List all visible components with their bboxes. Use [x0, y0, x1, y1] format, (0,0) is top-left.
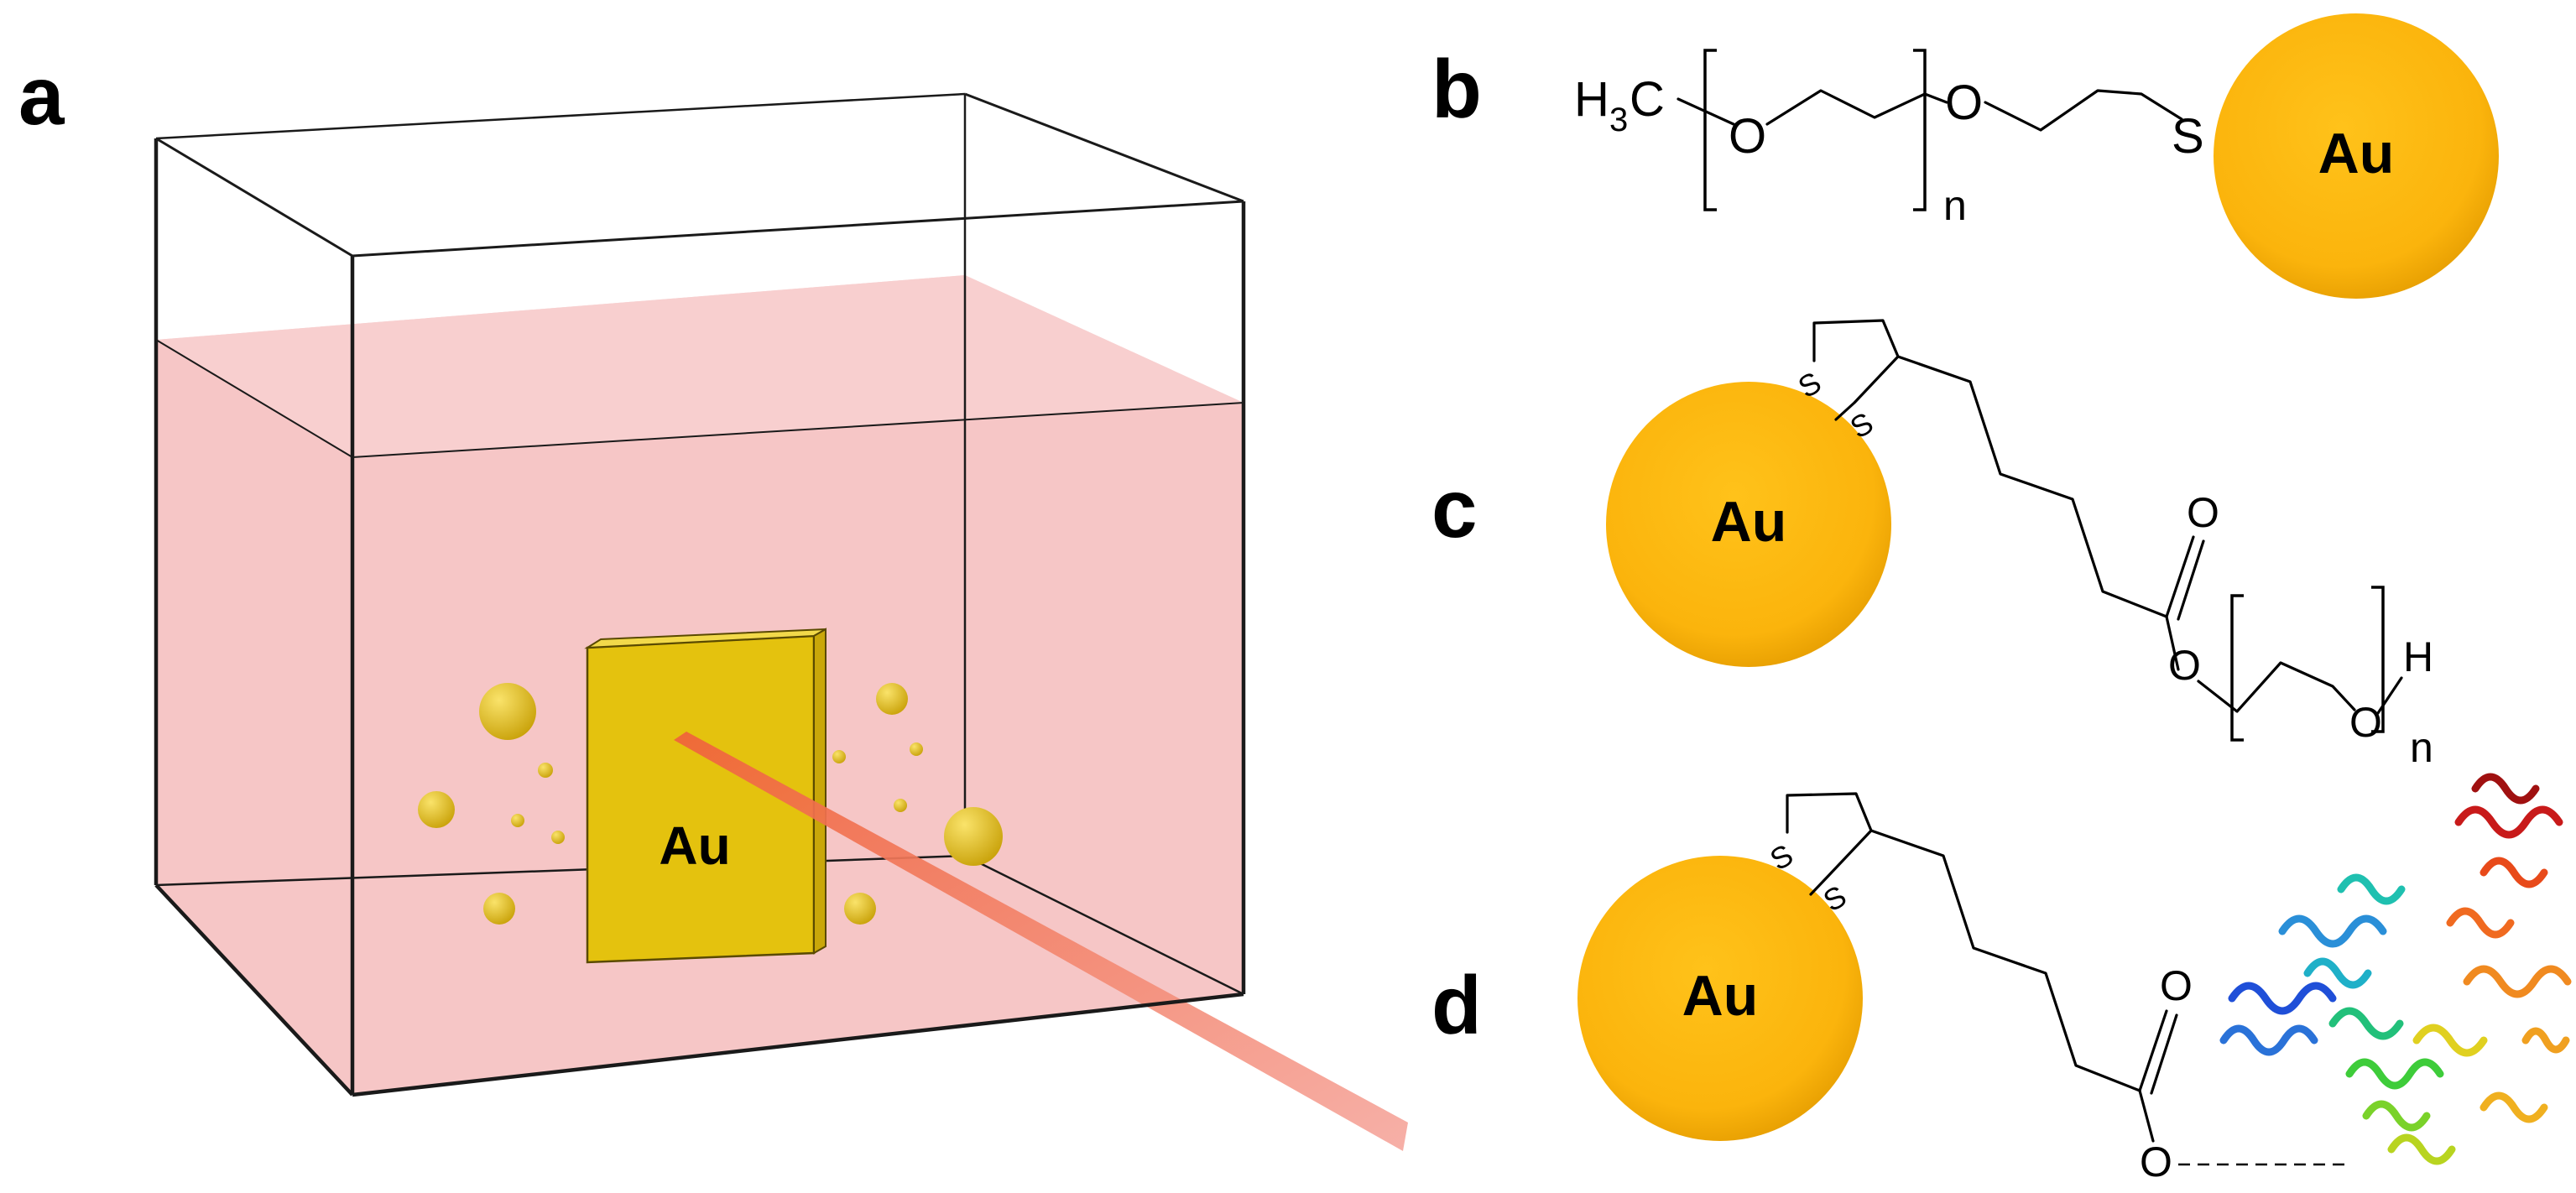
oh-bond-c	[2376, 676, 2403, 715]
h3c-h: H	[1574, 72, 1609, 127]
nanoparticles	[418, 683, 1003, 925]
nanoparticle	[832, 750, 846, 763]
panel-a: a Au	[18, 49, 1408, 1151]
nanoparticle	[551, 831, 565, 844]
atom-o-carbonyl-c: O	[2187, 489, 2219, 536]
panel-c-letter: c	[1431, 462, 1478, 555]
link-bond-d	[2138, 1089, 2155, 1143]
repeat-bracket-left	[1703, 49, 1717, 211]
peg-chain-b3	[1984, 89, 2183, 132]
atom-s: S	[2172, 109, 2204, 164]
nanoparticle	[910, 742, 923, 756]
tank-back-edges	[155, 92, 1244, 996]
solution-surface	[156, 275, 1244, 457]
ester-bond-c	[2165, 615, 2180, 671]
laser-beam	[674, 732, 1408, 1151]
atom-o1: O	[1729, 109, 1766, 164]
dithiolane-ring-c	[1812, 319, 1900, 421]
gold-label-c: Au	[1711, 490, 1787, 554]
repeat-n-c: n	[2410, 724, 2433, 771]
gold-label-b: Au	[2318, 122, 2395, 185]
gold-nanoparticle-b	[2214, 13, 2499, 299]
h3c-subscript: 3	[1609, 102, 1628, 138]
gold-nanoparticle-c	[1606, 382, 1891, 667]
repeat-bracket-right	[1913, 49, 1927, 211]
carbonyl-d-2	[2150, 1013, 2178, 1095]
repeat-bracket-right-c	[2371, 586, 2385, 733]
gold-label-d: Au	[1682, 964, 1759, 1028]
nanoparticle	[894, 799, 907, 812]
alkyl-chain-c	[1896, 355, 2168, 618]
panel-d: d Au S S O O	[1431, 773, 2572, 1185]
panel-d-letter: d	[1431, 959, 1482, 1051]
panel-b-letter: b	[1431, 43, 1482, 135]
nanoparticle	[511, 814, 524, 827]
atom-o-link-d: O	[2140, 1138, 2172, 1185]
repeat-n: n	[1943, 182, 1967, 229]
nanoparticle	[944, 807, 1003, 866]
peg-chain-b	[1676, 97, 1735, 126]
nanoparticle	[876, 683, 908, 715]
gold-nanoparticle-d	[1577, 856, 1863, 1141]
nanoparticle	[844, 893, 876, 925]
carbonyl-d	[2138, 1009, 2168, 1092]
alkyl-chain-d	[1869, 829, 2141, 1092]
nanoparticle	[479, 683, 536, 740]
atom-o-ester-c: O	[2168, 642, 2201, 689]
carbonyl-c-2	[2177, 539, 2205, 621]
atom-h-c: H	[2403, 633, 2433, 680]
dithiolane-ring-d	[1786, 792, 1873, 896]
h3c-c: C	[1630, 72, 1665, 127]
peg-chain-c	[2197, 661, 2356, 713]
nanoparticle	[538, 763, 553, 778]
panel-a-letter: a	[18, 49, 65, 142]
protein-ribbon-icon	[2219, 773, 2572, 1165]
atom-o2: O	[1945, 76, 1983, 130]
gold-plate: Au	[584, 628, 827, 964]
panel-c: c Au S S O O O H n	[1431, 319, 2433, 771]
panel-b: b H 3 C n O O S Au	[1431, 13, 2499, 299]
gold-plate-label: Au	[659, 815, 730, 876]
atom-o-peg-c: O	[2349, 699, 2382, 746]
atom-o-carbonyl-d: O	[2160, 962, 2193, 1009]
tank-front-edges	[154, 92, 1246, 1097]
repeat-bracket-left-c	[2230, 594, 2244, 742]
nanoparticle	[418, 791, 455, 828]
nanoparticle	[483, 893, 515, 925]
carbonyl-c	[2165, 535, 2195, 618]
peg-chain-b2	[1765, 89, 1948, 126]
